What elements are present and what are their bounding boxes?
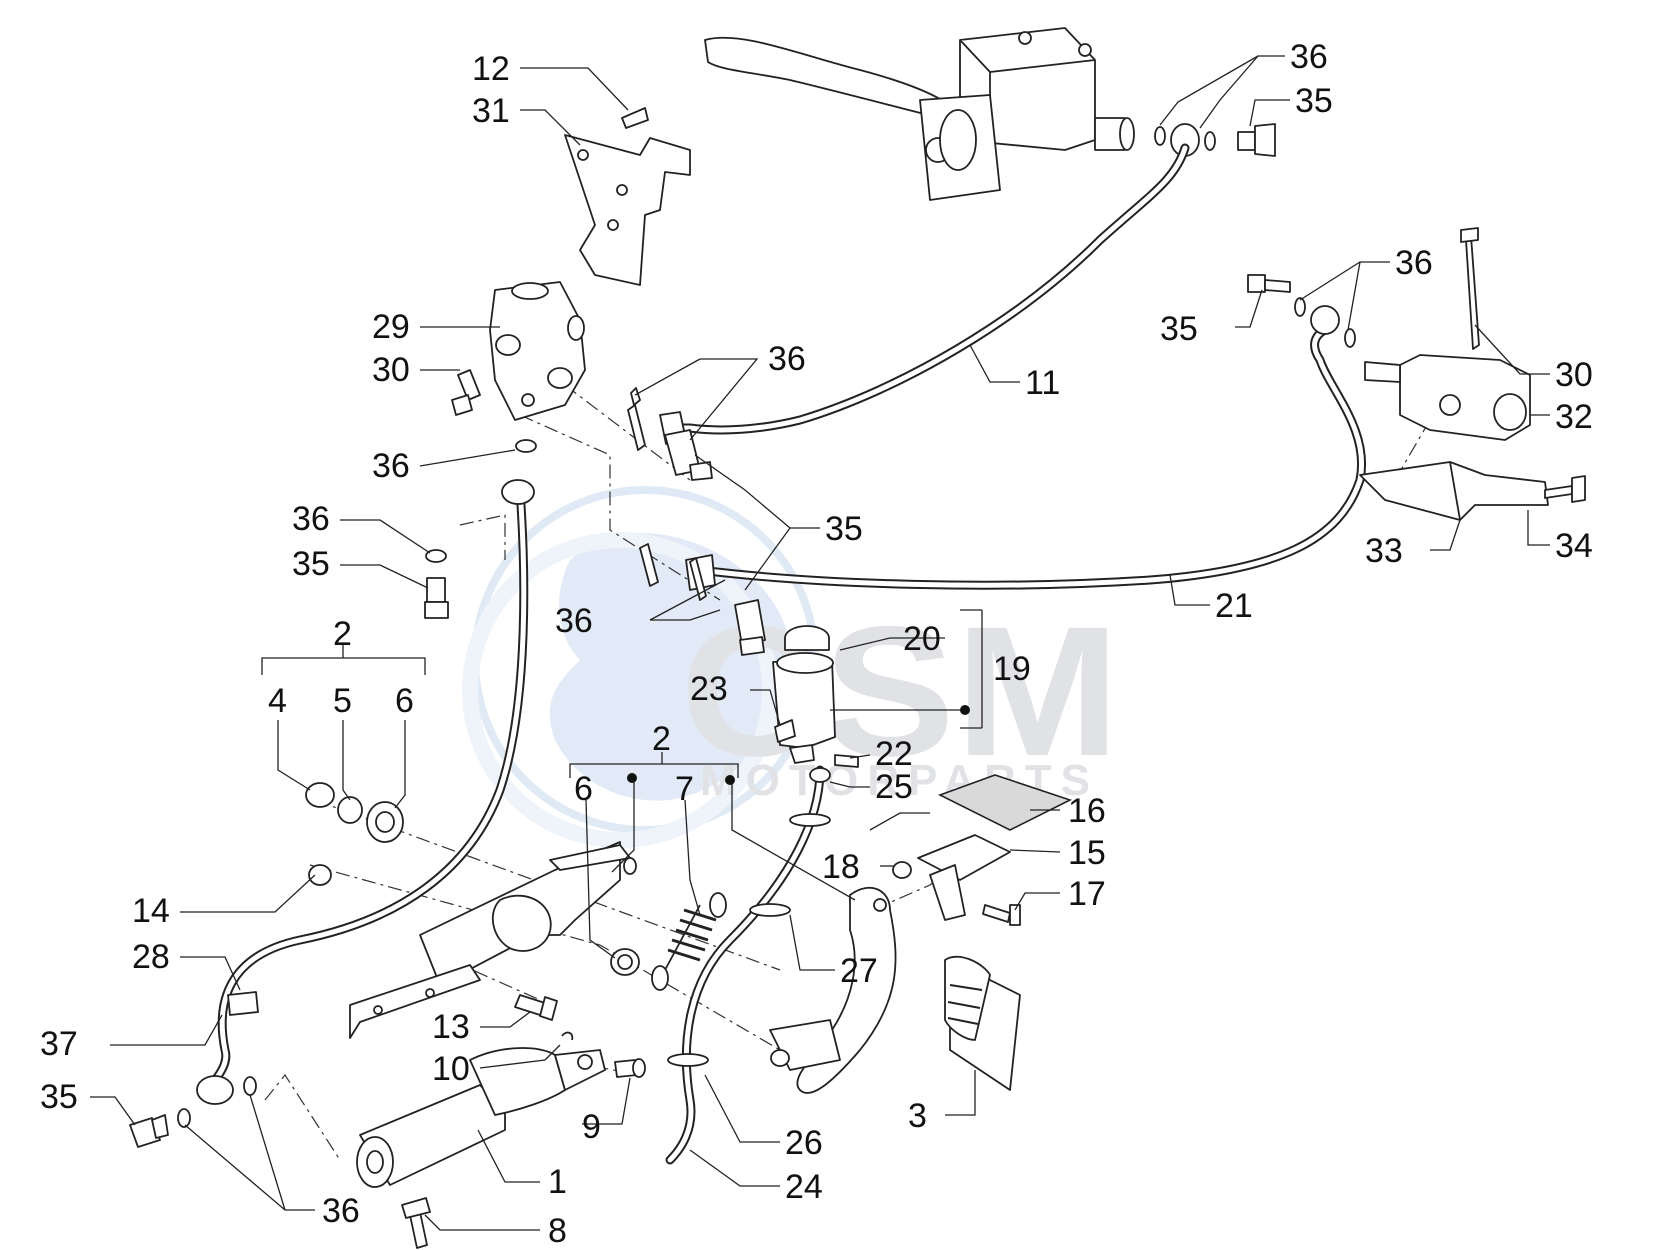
callout-28: 28 [132,938,170,976]
nut-set-left [305,782,404,886]
callout-10: 10 [432,1050,470,1088]
callout-13: 13 [432,1008,470,1046]
pedal-bracket [349,841,640,1039]
vertical-hose-28 [196,439,537,1105]
callout-37: 37 [40,1025,78,1063]
front-brake-master-cylinder [704,27,1135,201]
callout-36: 36 [322,1192,360,1230]
rear-master-cylinder-1 [356,1031,606,1249]
bolt-13 [514,994,558,1021]
callout-11: 11 [1025,364,1060,402]
callout-31: 31 [472,92,510,130]
brake-hose-11 [659,143,1190,445]
callout-19: 19 [993,650,1031,688]
callout-26: 26 [785,1124,823,1162]
reservoir-hose-24 [665,765,831,1165]
callout-9: 9 [582,1108,601,1146]
callout-36: 36 [292,500,330,538]
callout-7: 7 [675,770,694,808]
callout-33: 33 [1365,532,1403,570]
callout-36: 36 [1290,38,1328,76]
callout-5: 5 [333,682,352,720]
mounting-bracket-31 [564,107,691,286]
fittings-left [129,549,449,1148]
callout-24: 24 [785,1168,823,1206]
callout-2: 2 [333,615,352,653]
fittings-rear [1247,274,1356,348]
callout-25: 25 [875,768,913,806]
callout-30: 30 [372,351,410,389]
callout-36: 36 [768,340,806,378]
callout-16: 16 [1068,792,1106,830]
callout-6: 6 [574,770,593,808]
ref-dot-19 [960,705,970,715]
return-spring-7 [651,892,727,991]
brake-splitter-29 [489,281,586,421]
callout-35: 35 [825,510,863,548]
callout-14: 14 [132,892,170,930]
bolt-30-left [451,369,481,416]
callout-36: 36 [555,602,593,640]
callout-17: 17 [1068,875,1106,913]
callout-35: 35 [292,545,330,583]
callout-30: 30 [1555,356,1593,394]
callout-15: 15 [1068,834,1106,872]
callout-35: 35 [1295,82,1333,120]
callout-labels: 12 31 29 30 36 36 35 2 4 5 6 14 28 37 35… [40,38,1593,1250]
callout-22: 22 [875,735,913,773]
fittings-center [627,387,766,656]
callout-12: 12 [472,50,510,88]
callout-27: 27 [840,952,878,990]
callout-1: 1 [548,1163,567,1201]
callout-21: 21 [1215,587,1253,625]
callout-8: 8 [548,1212,567,1250]
callout-34: 34 [1555,527,1593,565]
callout-6: 6 [395,682,414,720]
callout-20: 20 [903,620,941,658]
callout-23: 23 [690,670,728,708]
callout-35: 35 [40,1078,78,1116]
pin-9 [614,1058,646,1078]
callout-36: 36 [372,447,410,485]
fittings-top [1154,123,1276,157]
brake-pedal [769,886,897,1094]
callout-4: 4 [268,682,287,720]
callout-2: 2 [652,720,671,758]
ref-dot-7 [725,775,735,785]
callout-32: 32 [1555,398,1593,436]
leader-lines [90,55,1550,1231]
callout-3: 3 [908,1097,927,1135]
callout-36: 36 [1395,244,1433,282]
callout-29: 29 [372,308,410,346]
ref-dot-6b [627,773,637,783]
pedal-pad-16 [892,774,1073,926]
callout-35: 35 [1160,310,1198,348]
rubber-boot-3 [944,955,1021,1091]
reservoir-19 [772,625,859,768]
rear-caliper-assembly [1359,227,1586,521]
callout-18: 18 [822,848,860,886]
